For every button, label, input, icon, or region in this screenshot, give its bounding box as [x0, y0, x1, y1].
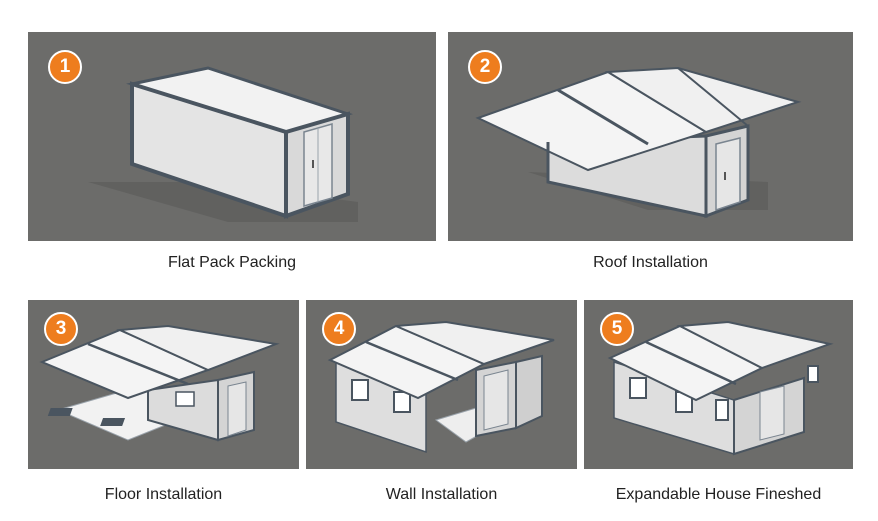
finished-expandable-house-illustration: [607, 320, 834, 456]
step-3-caption: Floor Installation: [104, 486, 223, 503]
step-2-number-badge: 2: [468, 50, 502, 84]
roof-installation-illustration: [475, 66, 802, 219]
step-1-number-badge: 1: [48, 50, 82, 84]
step-3-number-badge: 3: [44, 312, 78, 346]
step-4-number-badge: 4: [322, 312, 356, 346]
step-2-image: 2: [448, 32, 853, 241]
wall-installation-illustration: [327, 320, 555, 454]
step-5-number-badge: 5: [600, 312, 634, 346]
step-4-image: 4: [306, 300, 577, 469]
step-1-caption: Flat Pack Packing: [167, 254, 297, 271]
step-4-caption: Wall Installation: [385, 486, 498, 503]
step-5-caption: Expandable House Fineshed: [615, 486, 822, 503]
floor-installation-illustration: [39, 324, 280, 442]
step-3-image: 3: [28, 300, 299, 469]
step-2-caption: Roof Installation: [593, 254, 708, 271]
step-5-image: 5: [584, 300, 853, 469]
flat-pack-container-illustration: [88, 66, 358, 222]
step-1-image: 1: [28, 32, 436, 241]
